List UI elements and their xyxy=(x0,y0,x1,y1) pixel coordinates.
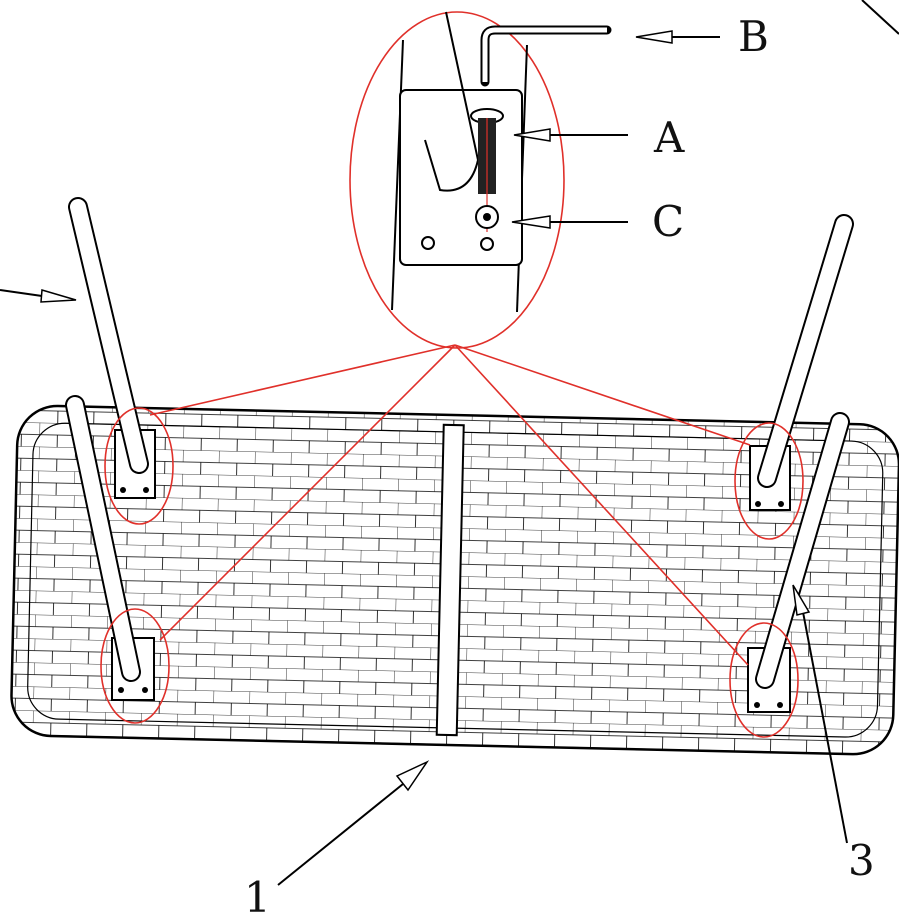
table-top xyxy=(10,404,899,756)
label-3: 3 xyxy=(848,836,875,885)
leg-top-left xyxy=(68,197,149,474)
arrow-to-hex-key xyxy=(635,30,720,44)
leg-top-right xyxy=(757,214,854,488)
label-1: 1 xyxy=(244,873,271,922)
highlight-bottom-right xyxy=(729,622,799,738)
leg-bracket-bottom-right xyxy=(747,647,791,713)
detail-bolt xyxy=(470,108,504,232)
arrow-to-washer xyxy=(511,215,628,229)
leg-bottom-left xyxy=(65,395,141,682)
arrow-to-leg xyxy=(792,584,848,844)
detail-hole-left xyxy=(421,236,435,250)
center-support-bar xyxy=(435,423,465,737)
highlight-bottom-left xyxy=(100,608,170,724)
label-c: C xyxy=(652,197,684,246)
detail-callout xyxy=(349,11,565,349)
highlight-top-right xyxy=(734,422,804,540)
label-a: A xyxy=(653,113,685,162)
detail-hole-right xyxy=(480,237,494,251)
leg-bottom-right xyxy=(755,412,850,689)
corner-mark xyxy=(861,0,899,35)
arrow-to-bolt xyxy=(513,128,628,142)
label-b: B xyxy=(738,12,769,61)
callout-lines xyxy=(149,344,751,666)
hex-key xyxy=(480,25,612,87)
arrow-to-leg-left xyxy=(0,289,77,303)
arrow-to-table-top xyxy=(277,760,430,886)
highlight-top-left xyxy=(104,407,174,525)
